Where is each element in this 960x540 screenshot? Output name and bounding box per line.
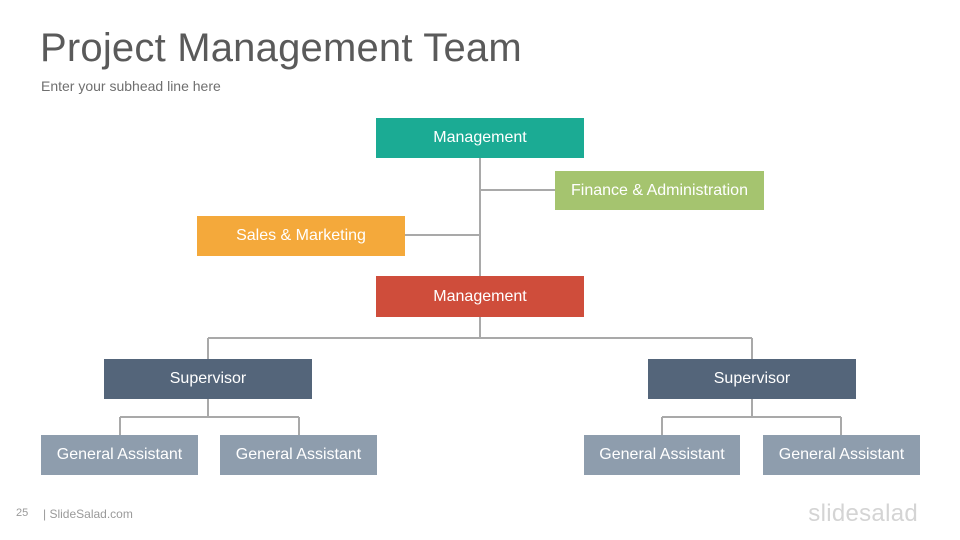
box-supervisor-left: Supervisor: [104, 359, 312, 399]
box-sales-marketing: Sales & Marketing: [197, 216, 405, 256]
box-general-assistant: General Assistant: [220, 435, 377, 475]
brand-logo: slidesalad: [808, 500, 918, 527]
page-number: 25: [16, 507, 29, 519]
box-supervisor-right: Supervisor: [648, 359, 856, 399]
box-general-assistant: General Assistant: [41, 435, 198, 475]
slide-subhead: Enter your subhead line here: [41, 78, 221, 94]
box-general-assistant: General Assistant: [763, 435, 920, 475]
box-finance-administration: Finance & Administration: [555, 171, 764, 210]
box-management-middle: Management: [376, 276, 584, 317]
box-management-top: Management: [376, 118, 584, 158]
slide-title: Project Management Team: [40, 26, 522, 70]
footer-source: | SlideSalad.com: [43, 507, 133, 521]
box-general-assistant: General Assistant: [584, 435, 740, 475]
